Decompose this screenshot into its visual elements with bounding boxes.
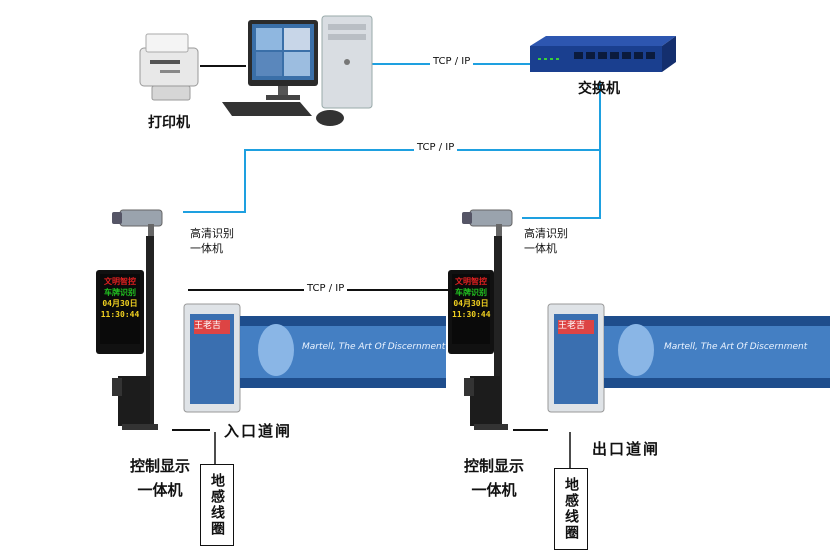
printer-label: 打印机 <box>148 115 190 131</box>
led-line-4: 11:30:44 <box>100 310 140 319</box>
led-line-2: 车牌识别 <box>455 288 487 297</box>
camera-left-label-line2: 一体机 <box>190 242 223 255</box>
control-right-label: 控制显示 一体机 <box>452 454 536 502</box>
link-backbone <box>183 82 601 213</box>
switch-label: 交换机 <box>578 81 620 97</box>
control-right-line1: 控制显示 <box>463 457 524 475</box>
network-switch-icon <box>530 36 676 72</box>
gate-brand-entry: 王老吉 <box>194 321 222 331</box>
banner-script-entry: Martell, The Art Of Discernment <box>302 342 446 352</box>
control-left-line2: 一体机 <box>137 481 183 499</box>
camera-left-label-line1: 高清识别 <box>190 227 234 240</box>
led-line-4: 11:30:44 <box>452 310 491 319</box>
computer-icon <box>222 15 373 126</box>
tcp-label-pc-switch: TCP / IP <box>430 56 474 67</box>
led-display-right: 文明智控 车牌识别 04月30日 11:30:44 <box>452 276 491 320</box>
control-right-line2: 一体机 <box>471 481 517 499</box>
led-line-3: 04月30日 <box>453 299 489 308</box>
link-switch-right-camera <box>522 150 601 219</box>
barrier-gate-icon-entry <box>183 303 446 413</box>
led-line-1: 文明智控 <box>104 277 136 286</box>
printer-icon <box>139 33 199 101</box>
display-pole-icon-right <box>448 236 508 430</box>
entry-gate-label: 入口道闸 <box>224 422 293 440</box>
camera-left-label: 高清识别 一体机 <box>190 226 234 256</box>
barrier-gate-icon-exit <box>547 303 830 413</box>
tcp-label-backbone: TCP / IP <box>414 142 458 153</box>
camera-icon-left <box>112 209 163 236</box>
banner-script-exit: Martell, The Art Of Discernment <box>664 342 808 352</box>
camera-icon-right <box>462 209 513 236</box>
led-line-1: 文明智控 <box>455 277 487 286</box>
led-line-3: 04月30日 <box>102 299 138 308</box>
tcp-label-between-gates: TCP / IP <box>304 283 348 294</box>
camera-right-label-line1: 高清识别 <box>524 227 568 240</box>
ground-loop-right: 地感线圈 <box>554 468 588 550</box>
camera-right-label: 高清识别 一体机 <box>524 226 568 256</box>
control-left-line1: 控制显示 <box>129 457 190 475</box>
led-line-2: 车牌识别 <box>104 288 136 297</box>
gate-brand-exit: 王老吉 <box>558 321 586 331</box>
led-display-left: 文明智控 车牌识别 04月30日 11:30:44 <box>100 276 140 320</box>
camera-right-label-line2: 一体机 <box>524 242 557 255</box>
display-pole-icon-left <box>96 236 158 430</box>
ground-loop-left: 地感线圈 <box>200 464 234 546</box>
control-left-label: 控制显示 一体机 <box>118 454 202 502</box>
exit-gate-label: 出口道闸 <box>592 440 661 458</box>
